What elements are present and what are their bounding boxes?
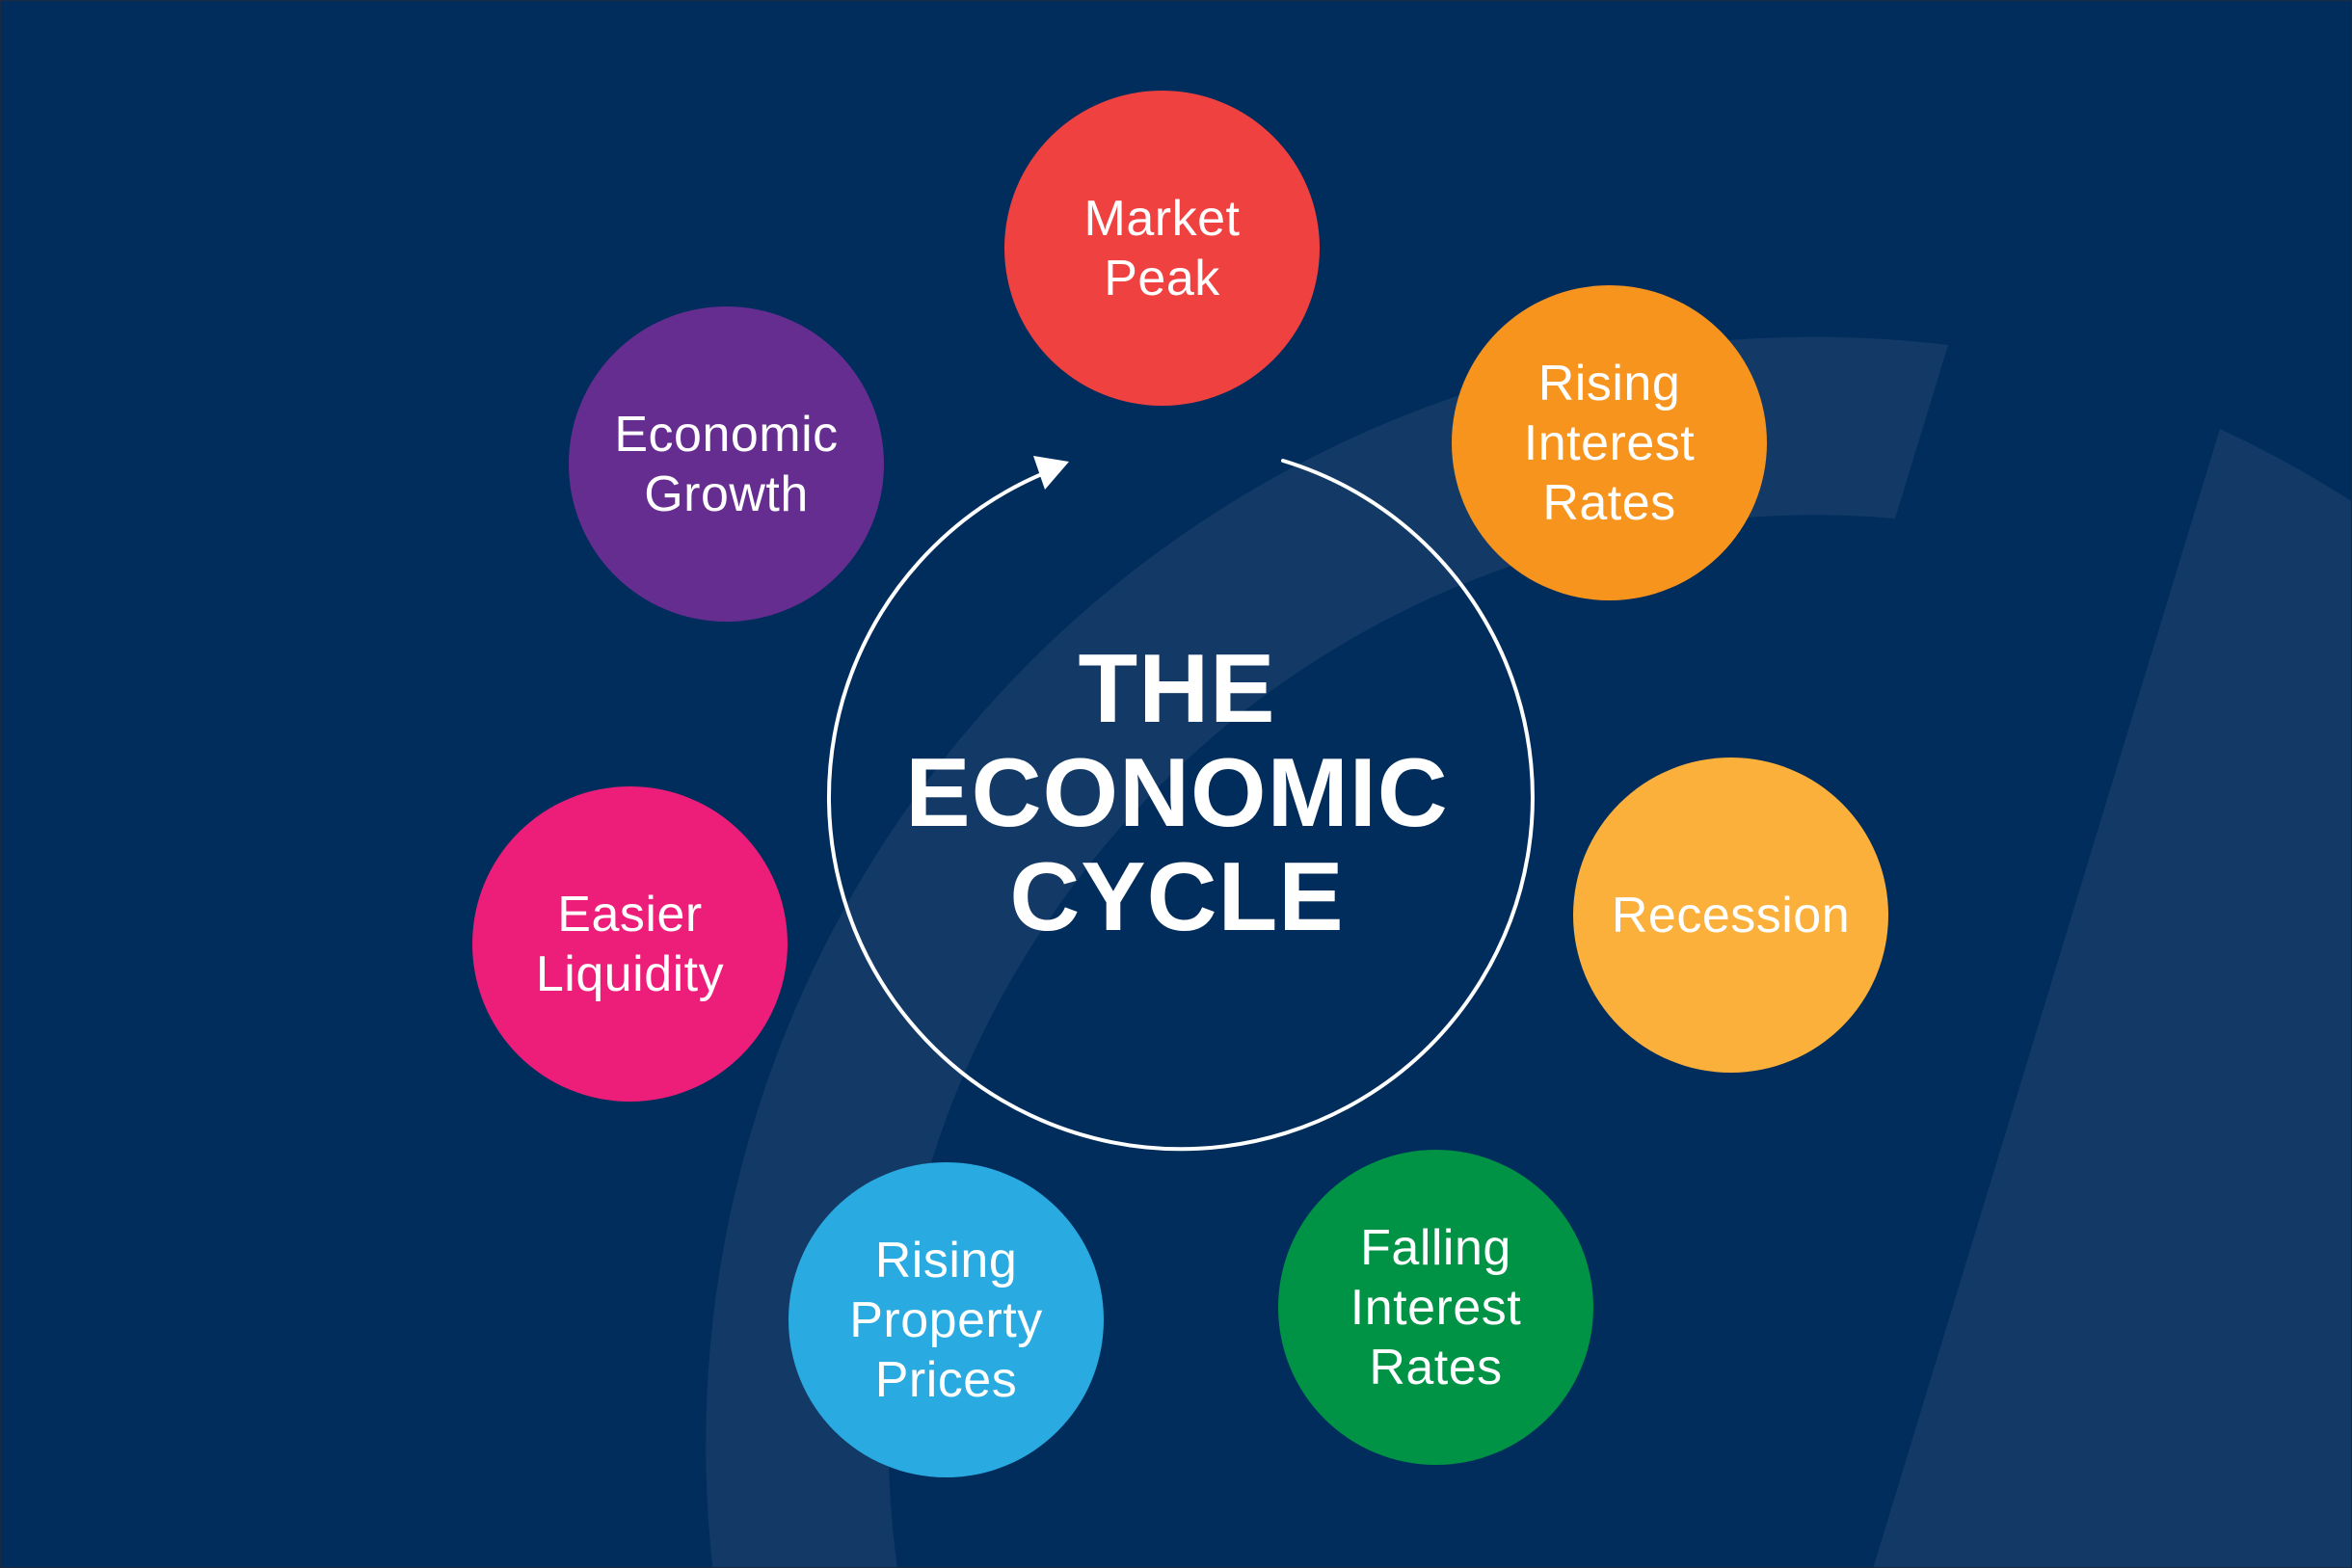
decorative-arc-band bbox=[706, 336, 1948, 1567]
stage-label: Recession bbox=[1611, 887, 1851, 943]
stage-label: Market Peak bbox=[1083, 190, 1241, 306]
stage-label: Falling Interest Rates bbox=[1350, 1219, 1522, 1395]
title-line-1: THE bbox=[1078, 635, 1276, 743]
stage-economic-growth: Economic Growth bbox=[569, 306, 884, 622]
stage-recession: Recession bbox=[1573, 757, 1888, 1073]
stage-rising-property-prices: Rising Property Prices bbox=[788, 1162, 1104, 1477]
title-line-3: CYCLE bbox=[1009, 843, 1345, 951]
stage-label: Economic Growth bbox=[614, 406, 839, 522]
diagram-title: THE ECONOMIC CYCLE bbox=[840, 637, 1514, 949]
stage-label: Rising Interest Rates bbox=[1523, 355, 1696, 531]
stage-market-peak: Market Peak bbox=[1004, 91, 1320, 406]
stage-rising-interest-rates: Rising Interest Rates bbox=[1452, 285, 1767, 600]
decorative-slash bbox=[1873, 429, 2351, 1567]
cycle-ring bbox=[826, 459, 1535, 1152]
title-line-2: ECONOMIC bbox=[905, 739, 1449, 847]
stage-label: Rising Property Prices bbox=[849, 1232, 1043, 1408]
stage-falling-interest-rates: Falling Interest Rates bbox=[1278, 1150, 1593, 1465]
stage-easier-liquidity: Easier Liquidity bbox=[472, 786, 788, 1102]
arrow-head-icon bbox=[1033, 456, 1069, 490]
stage-label: Easier Liquidity bbox=[535, 886, 725, 1002]
